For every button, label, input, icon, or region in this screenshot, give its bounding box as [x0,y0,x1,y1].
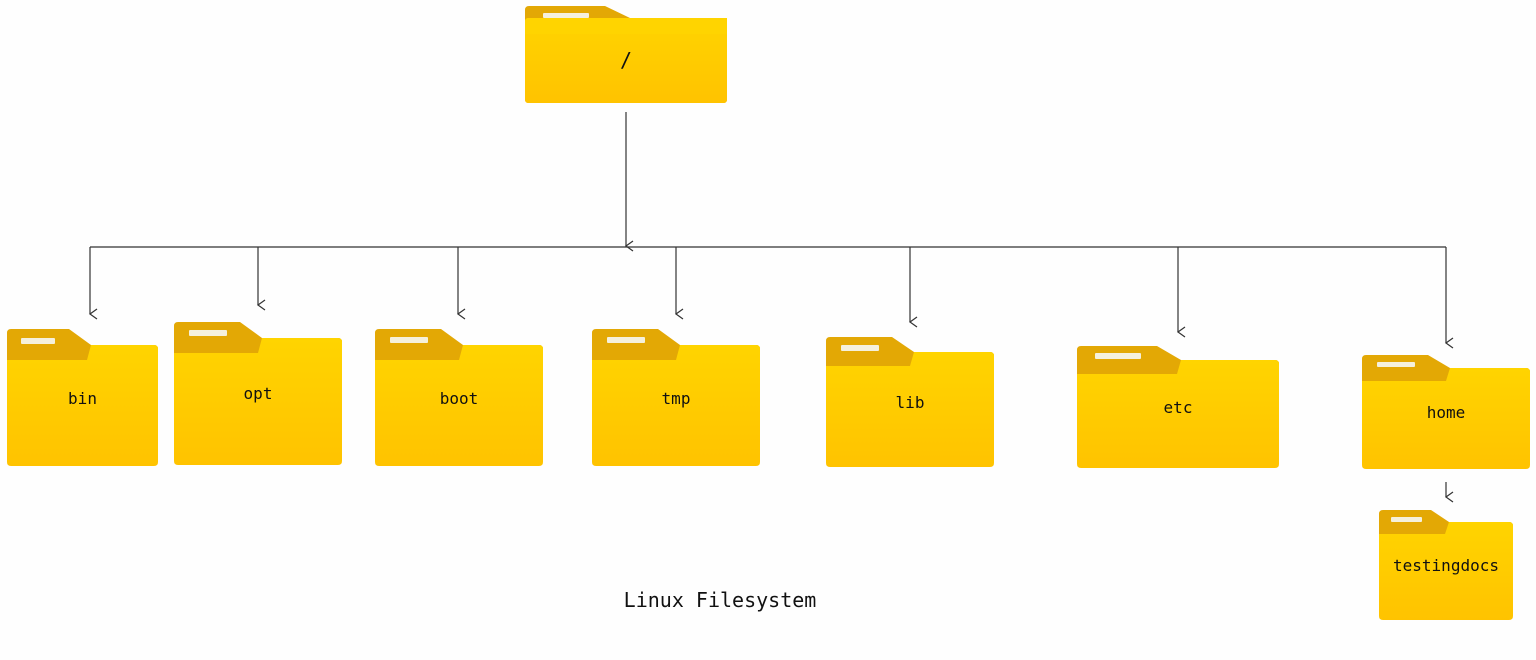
folder-opt-label: opt [243,384,273,403]
folder-home[interactable]: home [1362,355,1530,469]
folder-icon [375,329,543,466]
folder-lib[interactable]: lib [826,337,994,467]
folder-etc-label: etc [1163,398,1193,417]
folder-icon [1362,355,1530,469]
folder-boot-label: boot [439,389,479,408]
folder-icon [1077,346,1279,468]
folder-home-label: home [1426,403,1466,422]
folder-bin[interactable]: bin [7,329,158,466]
folder-icon [7,329,158,466]
folder-boot[interactable]: boot [375,329,543,466]
folder-bin-label: bin [68,389,97,408]
folder-lib-label: lib [895,393,925,412]
folder-testingdocs-label: testingdocs [1393,556,1499,575]
folder-icon [592,329,760,466]
folder-icon [174,322,342,465]
folder-testingdocs[interactable]: testingdocs [1379,510,1513,620]
folder-root-label: / [619,48,633,72]
diagram-title: Linux Filesystem [623,588,817,612]
folder-tmp-label: tmp [661,389,691,408]
folder-tmp[interactable]: tmp [592,329,760,466]
folder-root[interactable]: / [525,6,727,103]
folder-opt[interactable]: opt [174,322,342,465]
folder-icon [525,6,727,103]
folder-icon [826,337,994,467]
folder-icon [1379,510,1513,620]
folder-etc[interactable]: etc [1077,346,1279,468]
